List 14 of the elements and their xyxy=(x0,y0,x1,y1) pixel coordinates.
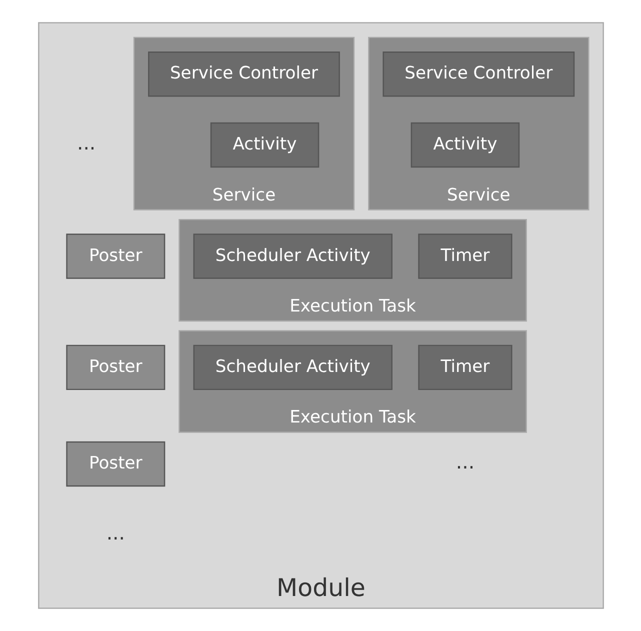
node-box: Activity xyxy=(410,122,520,168)
node-box: Poster xyxy=(66,441,165,487)
node-box: Service Controler xyxy=(148,52,340,97)
label: ... xyxy=(106,522,124,545)
node-box: Scheduler Activity xyxy=(192,234,392,279)
label: ... xyxy=(76,132,96,155)
node-box: Activity xyxy=(210,122,319,168)
node-box: Scheduler Activity xyxy=(192,344,392,390)
node-box: Poster xyxy=(66,234,165,279)
node-box: Timer xyxy=(418,234,512,279)
node-box: Poster xyxy=(66,344,165,390)
label: ... xyxy=(455,450,474,474)
node-box: Timer xyxy=(418,344,512,390)
node-box: Service Controler xyxy=(382,52,574,97)
